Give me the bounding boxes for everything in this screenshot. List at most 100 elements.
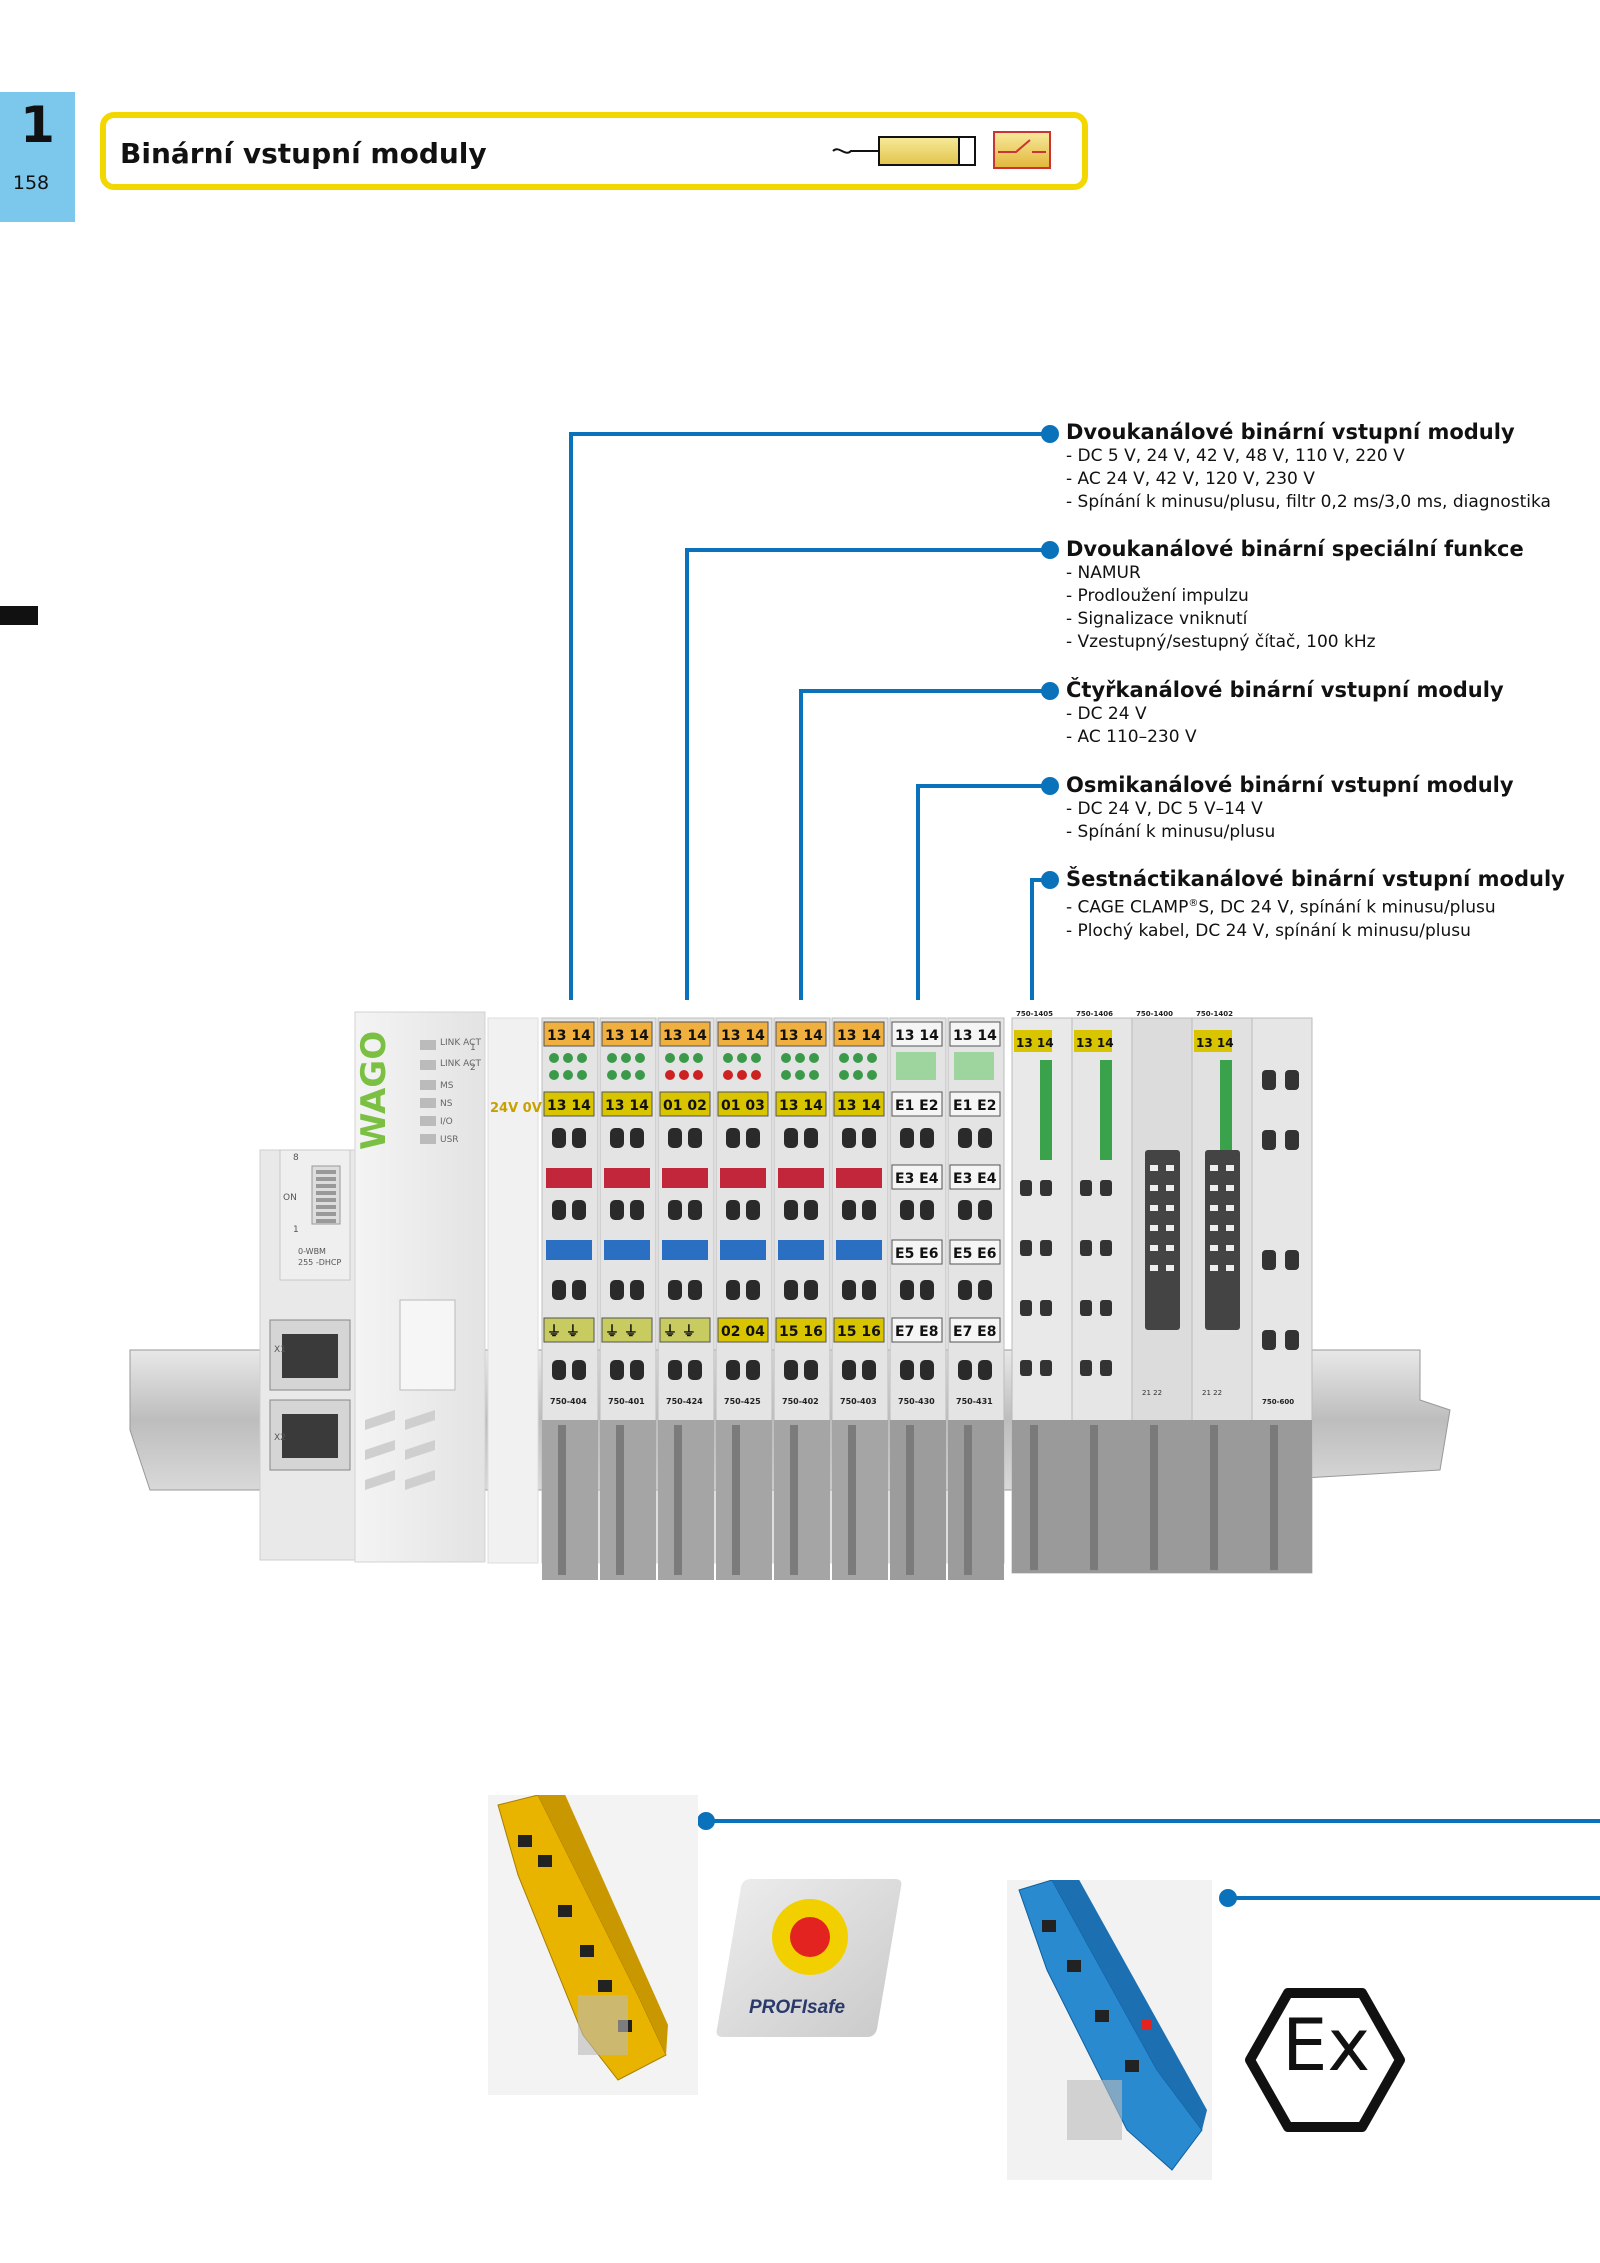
- module-part-label: 750-1405: [1016, 1010, 1053, 1018]
- callout-item: - Prodloužení impulzu: [1066, 586, 1249, 606]
- callout-item: - Signalizace vniknutí: [1066, 609, 1248, 629]
- callout-title: Šestnáctikanálové binární vstupní moduly: [1066, 867, 1565, 891]
- section-header: Binární vstupní moduly: [100, 112, 1088, 190]
- module-part-label: 750-404: [550, 1397, 587, 1406]
- callout-item: - Spínání k minusu/plusu, filtr 0,2 ms/3…: [1066, 492, 1551, 512]
- callout-2ch-special: Dvoukanálové binární speciální funkce - …: [1066, 536, 1524, 654]
- module-top-label: 13 14: [953, 1028, 997, 1044]
- callout-2ch-inputs: Dvoukanálové binární vstupní moduly - DC…: [1066, 419, 1551, 514]
- module-top-label: 13 14: [895, 1028, 939, 1044]
- module-bottom-label: E7 E8: [953, 1324, 996, 1340]
- bottom-line-1: [706, 1819, 1600, 1823]
- module-mid-label: E1 E2: [953, 1098, 996, 1114]
- callout-title: Osmikanálové binární vstupní moduly: [1066, 773, 1514, 797]
- controller-model-1: 0-WBM: [298, 1247, 326, 1256]
- callout-title: Dvoukanálové binární speciální funkce: [1066, 537, 1524, 561]
- callout-4ch-inputs: Čtyřkanálové binární vstupní moduly - DC…: [1066, 677, 1504, 749]
- page-number: 158: [12, 172, 50, 194]
- module-top-label: 13 14: [605, 1028, 649, 1044]
- callout-dot-4: [1041, 777, 1059, 795]
- module-bottom-label: 02 04: [721, 1324, 765, 1340]
- module-part-label: 750-1406: [1076, 1010, 1113, 1018]
- callout-item: - DC 24 V, DC 5 V–14 V: [1066, 799, 1263, 819]
- module-part-label: 750-430: [898, 1397, 935, 1406]
- callout-item: - Plochý kabel, DC 24 V, spínání k minus…: [1066, 920, 1471, 941]
- svg-text:1: 1: [470, 1043, 476, 1053]
- module-top-label: 13 14: [663, 1028, 707, 1044]
- section-marker: [0, 606, 38, 625]
- module-row4-label: E5 E6: [895, 1246, 938, 1262]
- module-mid-label: 01 02: [663, 1098, 707, 1114]
- module-part-label: 750-1402: [1196, 1010, 1233, 1018]
- io-modules: 13 14 13 14 ⏚ ⏚ 750-404 13 14 13 14 ⏚ ⏚ 750-401…: [541, 1017, 1005, 1580]
- callout-title: Dvoukanálové binární vstupní moduly: [1066, 420, 1515, 444]
- port-x2-label: X2: [274, 1433, 286, 1443]
- fieldbus-node-image: 8 ON 1 0-WBM 255 -DHCP X1 X2 WAGO LINK A…: [129, 1010, 1451, 1580]
- callout-title: Čtyřkanálové binární vstupní moduly: [1066, 678, 1504, 702]
- ex-label: Ex: [1282, 2003, 1371, 2087]
- module-bottom-label: 15 16: [779, 1324, 823, 1340]
- module-row3-label: E3 E4: [953, 1171, 997, 1187]
- io-module-750-425: 13 14 01 03 02 04 750-425: [715, 1017, 773, 1580]
- callout-dot-5: [1041, 871, 1059, 889]
- callout-item: - DC 5 V, 24 V, 42 V, 48 V, 110 V, 220 V: [1066, 446, 1405, 466]
- svg-text:MS: MS: [440, 1081, 454, 1091]
- callout-item: - CAGE CLAMP®S, DC 24 V, spínání k minus…: [1066, 897, 1496, 918]
- svg-text:21 22: 21 22: [1142, 1389, 1162, 1397]
- wago-logo: WAGO: [354, 1031, 394, 1150]
- ex-module-image: [1007, 1880, 1212, 2180]
- ex-badge: Ex: [1240, 1985, 1410, 2135]
- port-x1-label: X1: [274, 1345, 286, 1355]
- svg-text:13 14: 13 14: [1076, 1036, 1114, 1050]
- module-part-label: 750-402: [782, 1397, 819, 1406]
- profisafe-badge: PROFIsafe: [713, 1875, 903, 2040]
- module-part-label: 750-425: [724, 1397, 761, 1406]
- module-part-label: 750-424: [666, 1397, 703, 1406]
- power-module-label: 24V 0V: [490, 1101, 542, 1116]
- svg-text:13 14: 13 14: [1196, 1036, 1234, 1050]
- bottom-line-2: [1228, 1896, 1600, 1900]
- callout-item: - Vzestupný/sestupný čítač, 100 kHz: [1066, 632, 1376, 652]
- svg-text:USR: USR: [440, 1135, 459, 1145]
- module-row3-label: E3 E4: [895, 1171, 939, 1187]
- safety-module-image: [488, 1795, 698, 2095]
- module-part-label: 750-401: [608, 1397, 645, 1406]
- module-row4-label: E5 E6: [953, 1246, 996, 1262]
- callout-16ch-inputs: Šestnáctikanálové binární vstupní moduly…: [1066, 866, 1565, 943]
- profisafe-label: PROFIsafe: [749, 1997, 846, 2018]
- svg-text:LINK ACT: LINK ACT: [440, 1059, 481, 1069]
- switch-icon: [993, 131, 1051, 169]
- chapter-tab: 1 158: [0, 92, 75, 222]
- leader-lines: [569, 425, 1059, 1000]
- dip-label-on: ON: [283, 1193, 297, 1203]
- module-bottom-label: ⏚ ⏚: [547, 1324, 580, 1340]
- module-part-label: 750-431: [956, 1397, 993, 1406]
- svg-text:I/O: I/O: [440, 1117, 453, 1127]
- dip-label-top: 8: [293, 1153, 299, 1163]
- callout-dot-1: [1041, 425, 1059, 443]
- callout-item: - Spínání k minusu/plusu: [1066, 822, 1276, 842]
- profisafe-logo: [716, 1879, 902, 2037]
- dip-label-bottom: 1: [293, 1225, 299, 1235]
- module-bottom-label: ⏚ ⏚: [605, 1324, 638, 1340]
- svg-text:13 14: 13 14: [1016, 1036, 1054, 1050]
- module-part-label: 750-1400: [1136, 1010, 1173, 1018]
- svg-text:2: 2: [470, 1063, 476, 1073]
- controller-model-2: 255 -DHCP: [298, 1258, 341, 1267]
- callout-8ch-inputs: Osmikanálové binární vstupní moduly - DC…: [1066, 772, 1514, 844]
- module-mid-label: 13 14: [779, 1098, 823, 1114]
- callout-item: - AC 24 V, 42 V, 120 V, 230 V: [1066, 469, 1315, 489]
- io-module-750-430: 13 14 E1 E2 E3 E4 E5 E6 E7 E8 750-430: [889, 1017, 947, 1580]
- callout-item: - NAMUR: [1066, 563, 1141, 583]
- svg-text:21 22: 21 22: [1202, 1389, 1222, 1397]
- module-mid-label: 01 03: [721, 1098, 765, 1114]
- sensor-icon: [832, 136, 976, 166]
- module-mid-label: 13 14: [547, 1098, 591, 1114]
- module-bottom-label: E7 E8: [895, 1324, 938, 1340]
- module-mid-label: E1 E2: [895, 1098, 938, 1114]
- callout-dot-2: [1041, 541, 1059, 559]
- page-title: Binární vstupní moduly: [120, 137, 487, 170]
- module-part-label: 750-600: [1262, 1398, 1294, 1406]
- module-top-label: 13 14: [721, 1028, 765, 1044]
